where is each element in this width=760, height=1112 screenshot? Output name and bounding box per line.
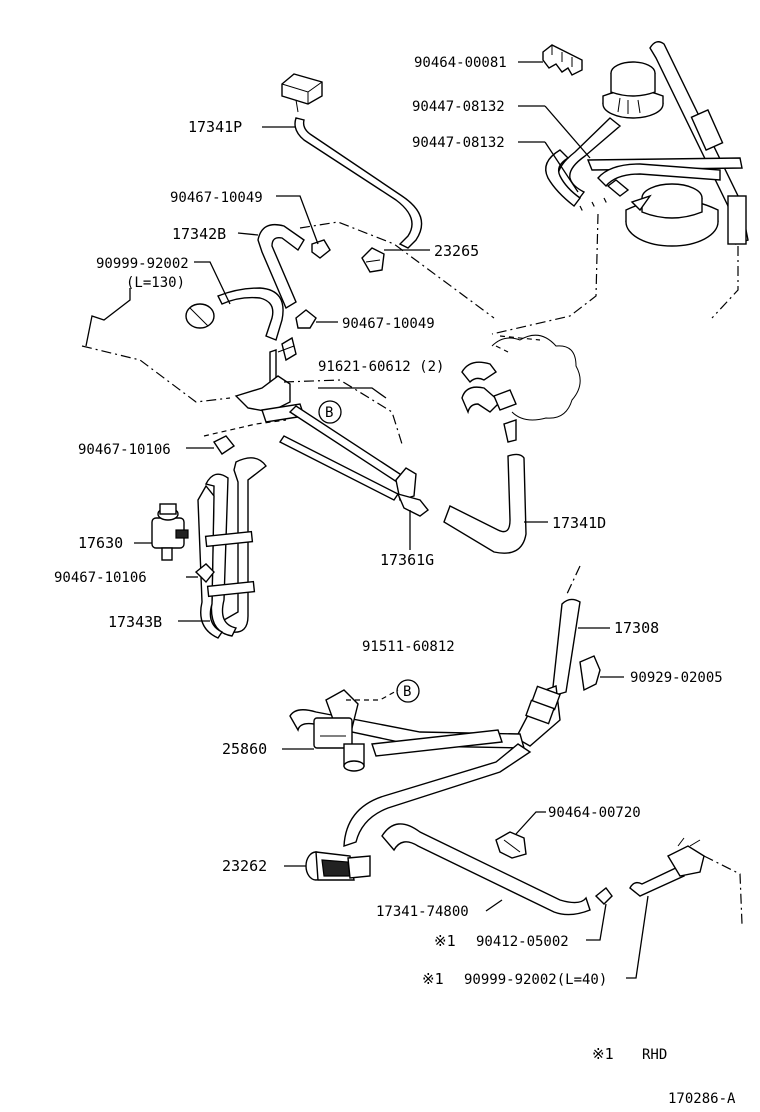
label-90467-10106-a: 90467-10106: [78, 442, 171, 458]
phantom-line-top: [491, 213, 599, 335]
hose-l40: [629, 837, 705, 897]
label-ref-B2: B: [403, 684, 411, 700]
phantom-line-B1: [283, 379, 403, 445]
hose-90447-08132: [545, 117, 743, 207]
hose-17342B: [257, 223, 305, 310]
legend-mark: ※1: [592, 1045, 614, 1063]
label-90412-05002: 90412-05002: [476, 934, 569, 950]
lower-valve: [625, 183, 719, 247]
connector-17341P: [281, 73, 323, 113]
leader-90412-05002: [586, 903, 607, 941]
label-90467-10106-b: 90467-10106: [54, 570, 147, 586]
label-mark-1a: ※1: [434, 932, 456, 950]
label-90999-92002-l40: 90999-92002(L=40): [464, 972, 607, 988]
label-17342B: 17342B: [172, 225, 226, 243]
label-90447-08132-a: 90447-08132: [412, 99, 505, 115]
clamp-ring: [185, 303, 215, 329]
legend-text: RHD: [642, 1047, 667, 1063]
label-17361G: 17361G: [380, 551, 434, 569]
label-17630: 17630: [78, 534, 123, 552]
label-90464-00081: 90464-00081: [414, 55, 507, 71]
clip-90467-10106-a: [212, 435, 236, 455]
vsv-17630: [151, 503, 189, 561]
hose-17341D: [443, 453, 527, 554]
hose-17308: [515, 598, 581, 747]
diagram-id: 170286-A: [668, 1091, 736, 1107]
hose-upper-right: [649, 41, 749, 245]
label-mark-1b: ※1: [422, 970, 444, 988]
leader-90999-92002: [194, 261, 231, 305]
label-90467-10049-b: 90467-10049: [342, 316, 435, 332]
leader-17342B: [237, 232, 259, 236]
leader-90447-a2: [544, 105, 591, 159]
label-90447-08132-b: 90447-08132: [412, 135, 505, 151]
label-17343B: 17343B: [108, 613, 162, 631]
hose-17341P: [294, 117, 423, 249]
dash-B2: [346, 689, 399, 701]
clip-90467-10106-b: [194, 563, 215, 584]
label-90467-10049-a: 90467-10049: [170, 190, 263, 206]
bracket-l130: [85, 288, 131, 347]
ref-circle-B1: [318, 400, 342, 424]
label-90999-92002: 90999-92002: [96, 256, 189, 272]
phantom-line-l40: [703, 855, 743, 925]
label-91511-60812: 91511-60812: [362, 639, 455, 655]
label-23265: 23265: [434, 242, 479, 260]
fitting-23265: [361, 247, 385, 273]
hose-lower-long: [343, 743, 591, 916]
leader-90464-00720: [515, 811, 546, 835]
label-90464-00720: 90464-00720: [548, 805, 641, 821]
label-25860: 25860: [222, 740, 267, 758]
label-17341D: 17341D: [552, 514, 606, 532]
clip-90464-00720: [495, 831, 527, 859]
hose-90999-92002: [217, 287, 284, 341]
dash-hose-ends: [579, 197, 609, 215]
clip-90467-10049-a: [311, 239, 331, 259]
leader-l40: [626, 895, 649, 979]
label-17341P: 17341P: [188, 118, 242, 136]
vsv-25860: [289, 689, 525, 772]
label-23262: 23262: [222, 857, 267, 875]
clip-90467-10049-b: [295, 309, 317, 329]
part-23262: [305, 851, 371, 881]
hose-17343B: [197, 457, 267, 639]
dash-clip-a: [203, 419, 287, 437]
throttle-body: [461, 334, 581, 443]
upper-valve: [602, 61, 664, 119]
ref-circle-B2: [396, 679, 420, 703]
phantom-line-17308: [565, 565, 581, 597]
phantom-line-mid: [299, 221, 495, 319]
phantom-line-right: [711, 246, 739, 319]
label-ref-B1: B: [325, 405, 333, 421]
leader-90447-b2: [544, 141, 579, 193]
pipe-assembly: [234, 336, 429, 517]
leader-90467-10049-a: [276, 195, 319, 245]
clip-90929-02005: [579, 655, 601, 692]
label-91621-60612: 91621-60612 (2): [318, 359, 444, 375]
leader-17341-74800: [485, 899, 503, 912]
clip-90464-00081: [542, 44, 583, 76]
fitting-90412-05002: [594, 887, 613, 905]
phantom-line-left: [81, 345, 231, 403]
label-17308: 17308: [614, 619, 659, 637]
label-90929-02005: 90929-02005: [630, 670, 723, 686]
leader-91621: [318, 387, 387, 399]
label-l130: (L=130): [126, 275, 185, 291]
label-17341-74800: 17341-74800: [376, 904, 469, 920]
